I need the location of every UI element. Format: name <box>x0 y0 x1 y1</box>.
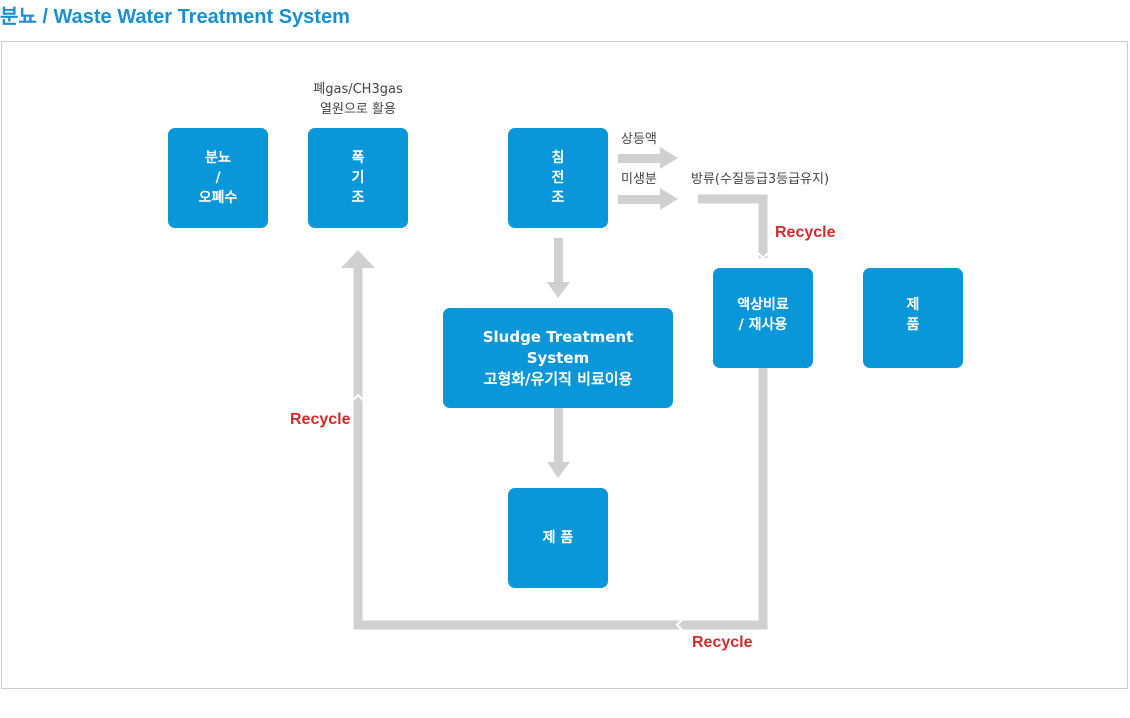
microbes-arrow <box>618 188 678 210</box>
microbes-label: 미생분 <box>621 172 657 187</box>
sedimentation-tank-box: 침 전 조 <box>508 128 608 228</box>
page-title: 분뇨 / Waste Water Treatment System <box>0 6 350 28</box>
sludge-line-1: Sludge Treatment <box>482 327 634 346</box>
sludge-to-product-arrow <box>547 408 570 478</box>
source-line-1: 분뇨 <box>205 150 231 166</box>
recycle-label-left: Recycle <box>290 411 351 428</box>
product-right-line-1: 제 <box>906 297 920 313</box>
recycle-label-bottom: Recycle <box>692 634 753 651</box>
sedimentation-line-3: 조 <box>551 190 565 206</box>
liquid-fertilizer-box: 액상비료 / 재사용 <box>713 268 813 368</box>
gas-label-line-1: 폐gas/CH3gas <box>313 82 403 97</box>
aeration-tank-box: 폭 기 조 <box>308 128 408 228</box>
recycle-loop-chevron-left <box>675 617 685 633</box>
sludge-line-2: System <box>526 348 590 367</box>
liquid-fertilizer-line-2: / 재사용 <box>738 317 788 333</box>
aeration-line-2: 기 <box>351 170 365 186</box>
product-box-right: 제 품 <box>863 268 963 368</box>
product-bottom-label: 제 품 <box>542 530 574 546</box>
discharge-recycle-line <box>698 194 768 258</box>
diagram-frame <box>1 41 1128 689</box>
aeration-line-3: 조 <box>351 190 365 206</box>
sedimentation-to-sludge-arrow <box>547 238 570 298</box>
recycle-loop-line <box>353 266 768 630</box>
liquid-fertilizer-line-1: 액상비료 <box>737 297 789 313</box>
sludge-line-3: 고형화/유기직 비료이용 <box>483 369 633 388</box>
source-line-2: / <box>215 170 221 186</box>
product-box-bottom: 제 품 <box>508 488 608 588</box>
discharge-recycle-chevron <box>755 250 771 260</box>
gas-label-line-2: 열원으로 활용 <box>320 102 396 117</box>
gas-label: 폐gas/CH3gas 열원으로 활용 <box>298 80 418 120</box>
sedimentation-line-1: 침 <box>551 150 565 166</box>
sludge-treatment-box: Sludge Treatment System 고형화/유기직 비료이용 <box>443 308 673 408</box>
recycle-label-top-right: Recycle <box>775 224 836 241</box>
recycle-loop-arrowhead <box>341 250 375 268</box>
product-right-line-2: 품 <box>906 317 920 333</box>
supernatant-label: 상등액 <box>621 132 657 147</box>
sedimentation-line-2: 전 <box>551 170 565 186</box>
source-line-3: 오폐수 <box>198 190 238 206</box>
recycle-loop-chevron-up <box>350 393 366 403</box>
aeration-line-1: 폭 <box>351 150 365 166</box>
source-box: 분뇨 / 오폐수 <box>168 128 268 228</box>
discharge-label: 방류(수질등급3등급유지) <box>691 172 830 187</box>
supernatant-arrow <box>618 147 678 169</box>
